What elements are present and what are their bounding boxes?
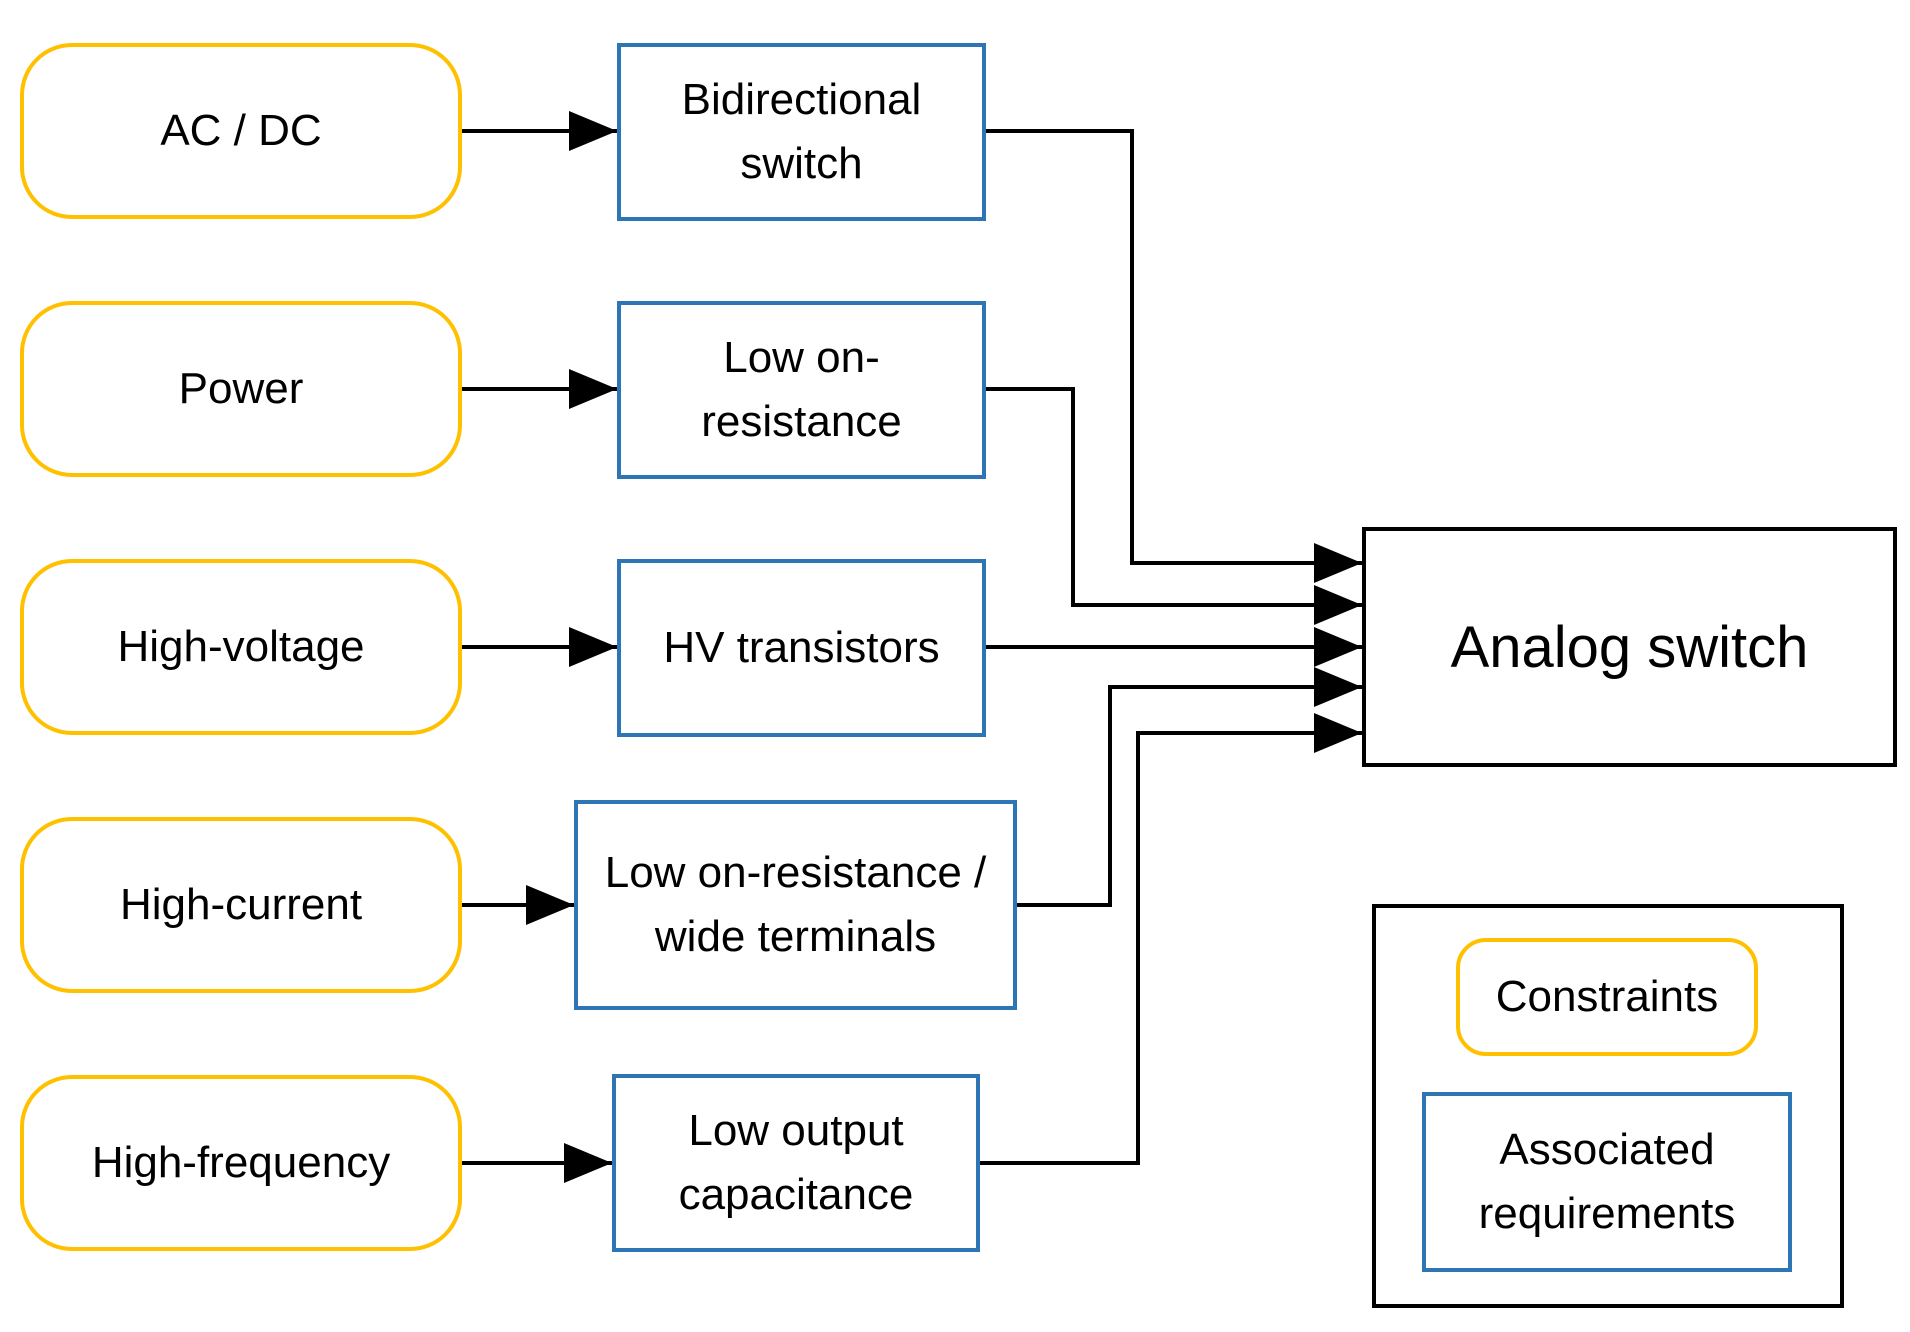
requirement-low-on-resistance: Low on-resistance [617, 301, 986, 479]
constraint-high-frequency: High-frequency [20, 1075, 462, 1251]
edge-bidirectional-to-analog-switch [984, 129, 1362, 583]
requirement-hv-transistors: HV transistors [617, 559, 986, 737]
edge-low-on-resistance-to-analog-switch [984, 387, 1362, 625]
constraint-label: High-voltage [117, 622, 365, 671]
requirement-low-output-capacitance: Low output capacitance [612, 1074, 980, 1252]
legend [1372, 904, 1844, 1308]
constraint-label: Power [178, 364, 304, 413]
legend-constraints-swatch: Constraints [1456, 938, 1758, 1056]
legend-constraints-label: Constraints [1495, 972, 1719, 1021]
requirement-label: Low on-resistance / wide terminals [604, 848, 987, 961]
edge-low-capacitance-to-analog-switch [978, 713, 1362, 1165]
requirement-wide-terminals: Low on-resistance / wide terminals [574, 800, 1017, 1010]
constraint-label: High-frequency [91, 1138, 391, 1187]
constraint-high-current: High-current [20, 817, 462, 993]
constraint-label: AC / DC [160, 106, 322, 155]
constraint-high-voltage: High-voltage [20, 559, 462, 735]
requirement-label: Bidirectional switch [681, 75, 922, 188]
analog-switch-label: Analog switch [1450, 614, 1809, 680]
requirement-label: Low output capacitance [678, 1106, 914, 1219]
constraint-label: High-current [119, 880, 363, 929]
legend-requirements-swatch: Associated requirements [1422, 1092, 1792, 1272]
requirement-label: Low on-resistance [701, 333, 902, 446]
requirement-label: HV transistors [663, 623, 940, 672]
analog-switch-box: Analog switch [1362, 527, 1897, 767]
edge-wide-terminals-to-analog-switch [1015, 667, 1362, 907]
constraint-power: Power [20, 301, 462, 477]
constraint-ac-dc: AC / DC [20, 43, 462, 219]
legend-requirements-label: Associated requirements [1478, 1125, 1736, 1238]
requirement-bidirectional-switch: Bidirectional switch [617, 43, 986, 221]
